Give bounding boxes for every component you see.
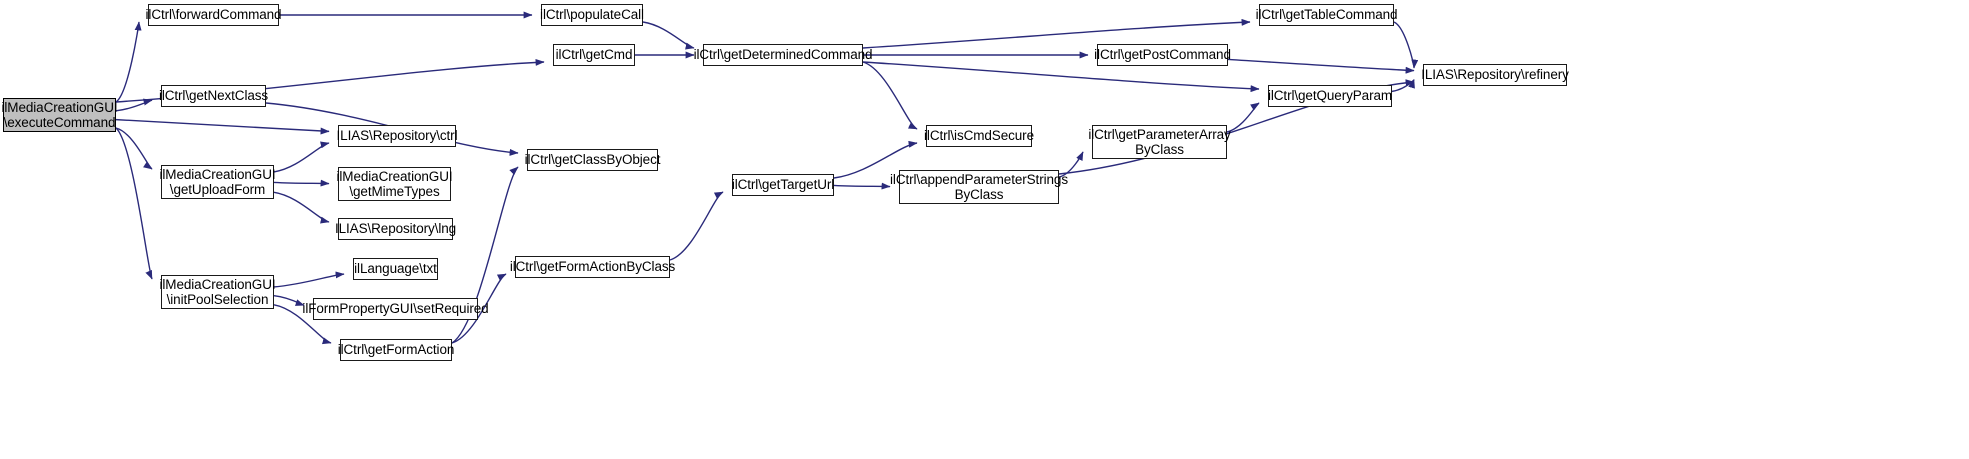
graph-node-label: ILIAS\Repository\lng [334, 221, 457, 237]
graph-node-label: ilCtrl\getDeterminedCommand [693, 47, 873, 63]
graph-node-label: ilCtrl\getTableCommand [1255, 7, 1398, 23]
graph-edge-getPostCommand-to-refinery [1227, 58, 1415, 74]
graph-node-label: ilFormPropertyGUI\setRequired [302, 301, 489, 317]
graph-edge-getTargetUrl-to-appendParamStrings [833, 182, 891, 190]
graph-edge-getQueryParam-to-refinery [1391, 79, 1415, 93]
graph-node-label: ilCtrl\forwardCommand [145, 7, 282, 23]
graph-node-refinery[interactable]: ILIAS\Repository\refinery [1421, 64, 1569, 86]
graph-node-label: ilCtrl\populateCall [540, 7, 644, 23]
graph-node-label: ilMediaCreationGUI \getMimeTypes [336, 168, 453, 200]
graph-node-label: ilMediaCreationGUI \getUploadForm [159, 166, 276, 198]
graph-edge-executeCommand-to-forwardCommand [115, 21, 142, 103]
graph-node-getUploadForm[interactable]: ilMediaCreationGUI \getUploadForm [159, 165, 276, 199]
graph-edge-populateCall-to-getDeterminedCommand [642, 21, 695, 50]
graph-edge-getParameterArray-to-getQueryParam [1226, 102, 1260, 133]
graph-edge-initPoolSelection-to-ilLanguageTxt [273, 271, 345, 288]
graph-edge-getUploadForm-to-getMimeTypes [273, 179, 330, 187]
graph-node-getCmd[interactable]: ilCtrl\getCmd [553, 44, 635, 66]
graph-node-label: ilCtrl\getFormActionByClass [509, 259, 676, 275]
graph-node-getDeterminedCommand[interactable]: ilCtrl\getDeterminedCommand [694, 44, 873, 66]
graph-node-label: ilMediaCreationGUI \initPoolSelection [159, 276, 276, 308]
graph-edge-getUploadForm-to-repoCtrl [273, 141, 330, 173]
graph-edge-executeCommand-to-initPoolSelection [115, 127, 153, 280]
graph-node-label: ilCtrl\getQueryParam [1267, 88, 1393, 104]
graph-edge-initPoolSelection-to-setRequired [273, 295, 305, 306]
graph-node-label: ilCtrl\appendParameterStrings ByClass [890, 171, 1068, 203]
graph-node-repoCtrl[interactable]: ILIAS\Repository\ctrl [336, 125, 458, 147]
graph-node-label: ilCtrl\getPostCommand [1094, 47, 1231, 63]
graph-edge-executeCommand-to-getUploadForm [115, 127, 153, 170]
graph-node-label: ilLanguage\txt [354, 261, 437, 277]
graph-node-label: ilCtrl\getCmd [555, 47, 633, 63]
graph-node-getTableCommand[interactable]: ilCtrl\getTableCommand [1256, 4, 1398, 26]
graph-node-initPoolSelection[interactable]: ilMediaCreationGUI \initPoolSelection [159, 275, 276, 309]
graph-node-label: ilCtrl\getClassByObject [524, 152, 661, 168]
graph-node-populateCall[interactable]: ilCtrl\populateCall [540, 4, 644, 26]
graph-node-getClassByObject[interactable]: ilCtrl\getClassByObject [524, 149, 661, 171]
graph-edge-executeCommand-to-getNextClass [115, 98, 153, 112]
graph-node-appendParamStrings[interactable]: ilCtrl\appendParameterStrings ByClass [890, 170, 1068, 204]
graph-edge-getTableCommand-to-refinery [1393, 21, 1419, 69]
graph-node-label: ilCtrl\getTargetUrl [731, 177, 835, 193]
graph-node-label: ilCtrl\isCmdSecure [924, 128, 1034, 144]
graph-node-getPostCommand[interactable]: ilCtrl\getPostCommand [1094, 44, 1231, 66]
graph-node-getParameterArray[interactable]: ilCtrl\getParameterArray ByClass [1088, 125, 1231, 159]
graph-edge-getDeterminedCommand-to-isCmdSecure [862, 61, 918, 130]
graph-edge-getUploadForm-to-repoLng [273, 191, 330, 224]
graph-node-executeCommand[interactable]: ilMediaCreationGUI \executeCommand [1, 98, 118, 132]
graph-node-isCmdSecure[interactable]: ilCtrl\isCmdSecure [924, 125, 1034, 147]
graph-node-label: ILIAS\Repository\refinery [1421, 67, 1569, 83]
graph-node-label: ilCtrl\getFormAction [337, 342, 455, 358]
graph-node-ilLanguageTxt[interactable]: ilLanguage\txt [353, 258, 438, 280]
graph-node-label: ilCtrl\getNextClass [158, 88, 269, 104]
graph-node-getQueryParam[interactable]: ilCtrl\getQueryParam [1268, 85, 1392, 107]
graph-node-getTargetUrl[interactable]: ilCtrl\getTargetUrl [732, 174, 834, 196]
graph-node-label: ilCtrl\getParameterArray ByClass [1088, 126, 1231, 158]
graph-node-forwardCommand[interactable]: ilCtrl\forwardCommand [145, 4, 282, 26]
graph-node-getFormAction[interactable]: ilCtrl\getFormAction [337, 339, 455, 361]
graph-node-setRequired[interactable]: ilFormPropertyGUI\setRequired [302, 298, 489, 320]
graph-node-getFormActionByClass[interactable]: ilCtrl\getFormActionByClass [510, 256, 675, 278]
graph-node-getNextClass[interactable]: ilCtrl\getNextClass [158, 85, 269, 107]
graph-edge-executeCommand-to-repoCtrl [115, 118, 330, 135]
graph-node-getMimeTypes[interactable]: ilMediaCreationGUI \getMimeTypes [336, 167, 453, 201]
graph-node-label: ILIAS\Repository\ctrl [336, 128, 458, 144]
graph-node-label: ilMediaCreationGUI \executeCommand [1, 99, 118, 131]
graph-edge-getFormActionByClass-to-getTargetUrl [669, 191, 724, 261]
graph-edge-getDeterminedCommand-to-getQueryParam [862, 61, 1260, 93]
graph-node-repoLng[interactable]: ILIAS\Repository\lng [334, 218, 457, 240]
